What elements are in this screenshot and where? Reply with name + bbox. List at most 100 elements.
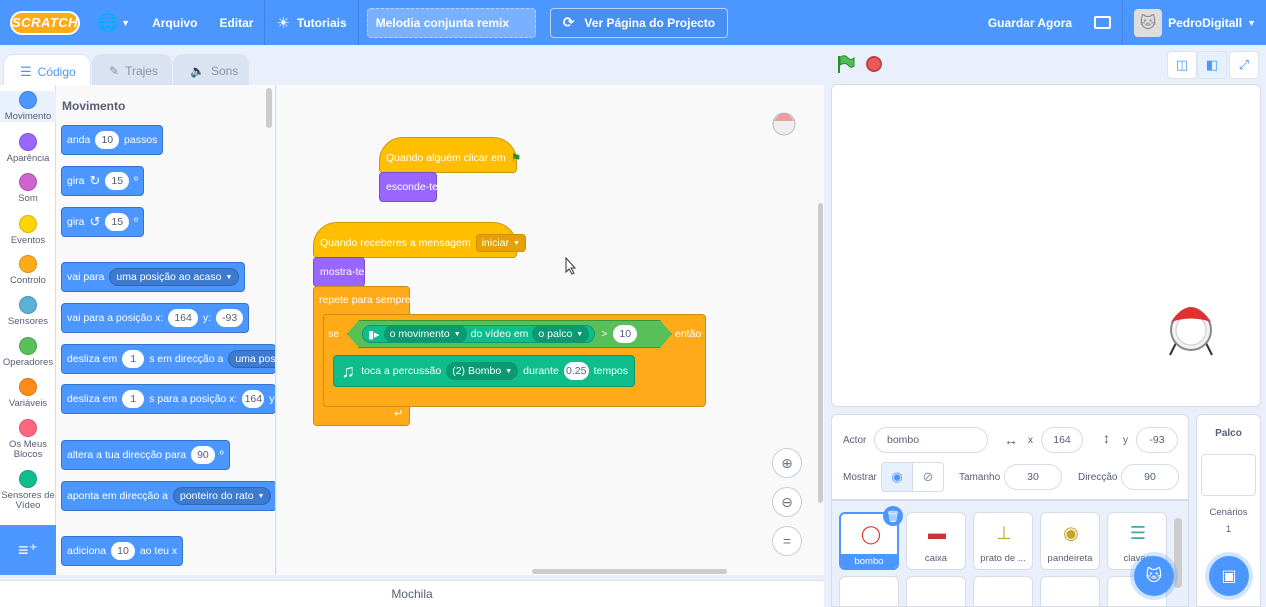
block-move-steps[interactable]: anda 10 passos bbox=[61, 125, 164, 155]
scratch-logo[interactable]: SCRATCH bbox=[10, 10, 80, 35]
menu-divider bbox=[357, 0, 359, 45]
block-dropdown[interactable]: uma posição bbox=[228, 350, 275, 368]
play-drum-block[interactable]: ♫ toca a percussão (2) Bombo▼ durante 0.… bbox=[333, 355, 635, 387]
block-point-direction[interactable]: altera a tua direcção para 90 º bbox=[61, 440, 230, 470]
block-input[interactable]: 164 bbox=[242, 390, 265, 408]
block-input[interactable]: 10 bbox=[111, 542, 135, 560]
y-field[interactable]: -93 bbox=[1136, 427, 1178, 453]
drum-dropdown[interactable]: (2) Bombo▼ bbox=[446, 362, 519, 380]
sprite-tile[interactable]: ▬caixa bbox=[906, 512, 966, 570]
block-input[interactable]: 164 bbox=[168, 309, 198, 327]
block-glide-to[interactable]: desliza em 1 s em direcção a uma posição bbox=[61, 344, 275, 374]
sprite-name: bombo bbox=[841, 554, 897, 568]
sprite-tile[interactable]: ⊥prato de ... bbox=[973, 512, 1033, 570]
bass-drum-sprite[interactable] bbox=[1166, 297, 1216, 362]
block-input[interactable]: 90 bbox=[191, 446, 215, 464]
category-2[interactable]: Som bbox=[0, 173, 56, 204]
size-field[interactable]: 30 bbox=[1004, 464, 1062, 490]
tab-sounds[interactable]: 🔈 Sons bbox=[173, 54, 249, 86]
stage-canvas[interactable] bbox=[831, 84, 1261, 407]
category-7[interactable]: Variáveis bbox=[0, 378, 56, 409]
x-field[interactable]: 164 bbox=[1041, 427, 1083, 453]
block-input[interactable]: 15 bbox=[105, 213, 130, 231]
block-dropdown[interactable]: ponteiro do rato▼ bbox=[172, 487, 272, 505]
sprite-thumbnail: ◉ bbox=[1063, 522, 1079, 543]
direction-field[interactable]: 90 bbox=[1121, 464, 1179, 490]
sprite-tile[interactable] bbox=[839, 576, 899, 606]
hide-sprite-toggle[interactable]: ⊘ bbox=[912, 462, 944, 492]
category-0[interactable]: Movimento bbox=[0, 91, 56, 122]
palette-scrollbar[interactable] bbox=[266, 88, 272, 128]
block-point-towards[interactable]: aponta em direcção a ponteiro do rato▼ bbox=[61, 481, 275, 511]
green-flag-button[interactable] bbox=[836, 54, 856, 74]
sprite-tile[interactable]: ◉pandeireta bbox=[1040, 512, 1100, 570]
block-goto-xy[interactable]: vai para a posição x: 164 y: -93 bbox=[61, 303, 250, 333]
block-input[interactable]: 15 bbox=[105, 172, 130, 190]
zoom-out-button[interactable]: ⊖ bbox=[772, 487, 802, 517]
block-input[interactable]: 1 bbox=[122, 350, 145, 368]
video-sensing-reporter[interactable]: ▮▸ o movimento▼ do vídeo em o palco▼ bbox=[362, 325, 595, 343]
tab-code[interactable]: ☰ Código bbox=[3, 54, 91, 88]
category-5[interactable]: Sensores bbox=[0, 296, 56, 327]
see-project-page-button[interactable]: ⟳ Ver Página do Projecto bbox=[549, 7, 729, 38]
save-now-button[interactable]: Guardar Agora bbox=[987, 15, 1073, 30]
small-stage-button[interactable]: ◫ bbox=[1167, 51, 1197, 79]
block-dropdown[interactable]: uma posição ao acaso▼ bbox=[109, 268, 240, 286]
tutorials-button[interactable]: ☀ Tutoriais bbox=[265, 0, 357, 45]
add-extension-button[interactable]: ≡⁺ bbox=[0, 525, 56, 575]
category-1[interactable]: Aparência bbox=[0, 133, 56, 164]
block-glide-xy[interactable]: desliza em 1 s para a posição x: 164 y bbox=[61, 384, 275, 414]
block-goto[interactable]: vai para uma posição ao acaso▼ bbox=[61, 262, 246, 292]
when-flag-clicked-block[interactable]: Quando alguém clicar em ⚑ bbox=[379, 137, 521, 173]
script-area[interactable]: Quando alguém clicar em ⚑ esconde-te Qua… bbox=[277, 85, 824, 575]
sprite-list-scrollbar[interactable] bbox=[1174, 518, 1182, 588]
zoom-in-button[interactable]: ⊕ bbox=[772, 448, 802, 478]
backpack[interactable]: Mochila bbox=[0, 580, 824, 607]
my-stuff-button[interactable] bbox=[1083, 0, 1122, 45]
block-input[interactable]: 1 bbox=[122, 390, 145, 408]
threshold-input[interactable]: 10 bbox=[613, 325, 637, 343]
horizontal-scrollbar[interactable] bbox=[532, 569, 727, 574]
fullscreen-button[interactable]: ⤢ bbox=[1229, 51, 1259, 79]
motion-dropdown[interactable]: o movimento▼ bbox=[384, 325, 467, 343]
account-menu[interactable]: 🐱 PedroDigitall ▼ bbox=[1123, 0, 1266, 45]
delete-sprite-button[interactable]: 🗑 bbox=[883, 506, 903, 526]
block-change-x[interactable]: adiciona 10 ao teu x bbox=[61, 536, 184, 566]
choose-sprite-button[interactable]: 🐱 bbox=[1134, 556, 1174, 596]
large-stage-button[interactable]: ◧ bbox=[1197, 51, 1227, 79]
sprite-name-field[interactable]: bombo bbox=[874, 427, 988, 453]
category-4[interactable]: Controlo bbox=[0, 255, 56, 286]
category-6[interactable]: Operadores bbox=[0, 337, 56, 368]
tab-sounds-label: Sons bbox=[210, 63, 239, 78]
block-turn-right[interactable]: gira ↻ 15 º bbox=[61, 166, 144, 196]
block-input[interactable]: 10 bbox=[95, 131, 120, 149]
tab-costumes[interactable]: ✎ Trajes bbox=[92, 54, 172, 86]
edit-menu[interactable]: Editar bbox=[219, 15, 254, 30]
show-sprite-toggle[interactable]: ◉ bbox=[881, 462, 913, 492]
category-9[interactable]: Sensores de Vídeo bbox=[0, 470, 56, 511]
hide-block[interactable]: esconde-te bbox=[379, 172, 438, 202]
beats-input[interactable]: 0.25 bbox=[563, 362, 589, 380]
sprite-tile[interactable] bbox=[973, 576, 1033, 606]
stop-button[interactable] bbox=[866, 56, 882, 72]
sprite-tile[interactable] bbox=[1040, 576, 1100, 606]
category-8[interactable]: Os Meus Blocos bbox=[0, 419, 56, 460]
when-receive-message-block[interactable]: Quando receberes a mensagem iniciar▼ bbox=[313, 222, 526, 258]
zoom-reset-button[interactable]: = bbox=[772, 526, 802, 556]
target-dropdown[interactable]: o palco▼ bbox=[532, 325, 589, 343]
category-3[interactable]: Eventos bbox=[0, 215, 56, 246]
file-menu[interactable]: Arquivo bbox=[152, 15, 198, 30]
project-title-input[interactable]: Melodia conjunta remix bbox=[366, 7, 536, 38]
vertical-scrollbar[interactable] bbox=[818, 203, 823, 503]
greater-than-condition[interactable]: ▮▸ o movimento▼ do vídeo em o palco▼ > 1… bbox=[347, 320, 672, 348]
sprite-tile[interactable]: ◯bombo bbox=[839, 512, 899, 570]
sprite-tile[interactable] bbox=[906, 576, 966, 606]
stage-thumbnail[interactable] bbox=[1201, 454, 1256, 496]
show-block[interactable]: mostra-te bbox=[313, 257, 365, 287]
block-input[interactable]: -93 bbox=[216, 309, 244, 327]
zoom-out-icon: ⊖ bbox=[781, 493, 793, 510]
block-turn-left[interactable]: gira ↺ 15 º bbox=[61, 207, 144, 237]
message-dropdown[interactable]: iniciar▼ bbox=[475, 234, 526, 252]
choose-backdrop-button[interactable]: ▣ bbox=[1209, 556, 1249, 596]
language-menu[interactable]: 🌐 ▼ bbox=[86, 0, 141, 45]
